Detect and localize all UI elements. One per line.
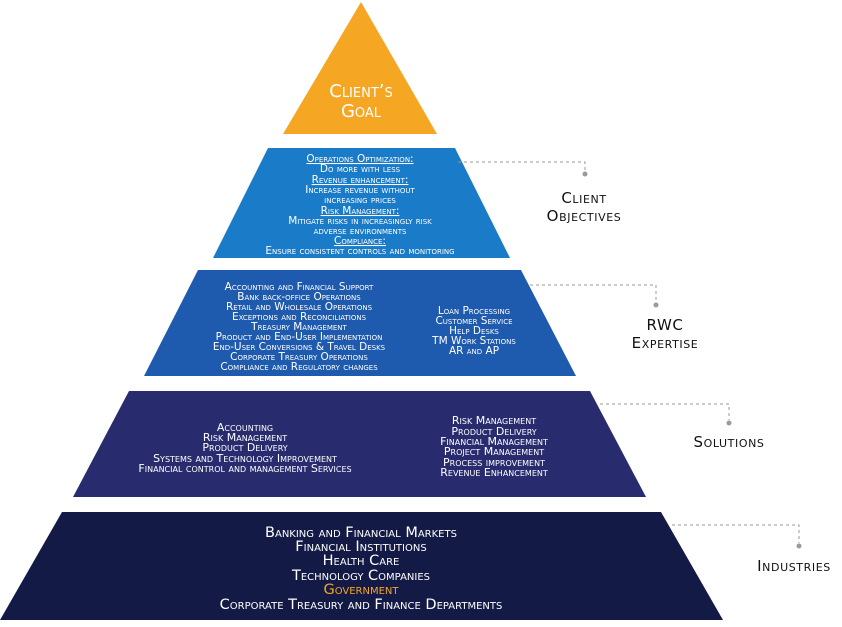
industry-item: Corporate Treasury and Finance Departmen… <box>220 597 503 613</box>
expertise-item: Bank back-office Operations <box>237 291 361 303</box>
solution-item: Process improvement <box>443 456 545 469</box>
expertise-item: Accounting and Financial Support <box>225 281 374 293</box>
connector-expertise <box>530 284 659 308</box>
goal-title-line1: Client’s <box>329 81 393 102</box>
solution-item: Financial Management <box>440 435 548 448</box>
solution-item: Systems and Technology Improvement <box>153 452 337 465</box>
tier-industries-shape <box>0 512 723 620</box>
expertise-right-list: Loan Processing Customer Service Help De… <box>431 305 516 357</box>
objective-body: increasing prices <box>324 194 396 206</box>
solution-item: Risk Management <box>452 414 536 427</box>
solution-item: Product Delivery <box>451 425 536 438</box>
solutions-right-list: Risk Management Product Delivery Financi… <box>440 414 548 479</box>
tier-objectives-shape <box>213 148 510 258</box>
label-rwc-expertise-line2: Expertise <box>632 334 699 352</box>
expertise-item: Help Desks <box>449 325 499 337</box>
solution-item: Risk Management <box>203 431 287 444</box>
objective-heading: Risk Management: <box>321 205 400 217</box>
industry-item: Technology Companies <box>291 568 430 584</box>
objective-body: Do more with less <box>320 163 401 175</box>
label-rwc-expertise-line1: RWC <box>647 316 684 334</box>
connector-industries <box>672 524 802 549</box>
expertise-item: End-User Conversions & Travel Desks <box>213 341 386 353</box>
solution-item: Product Delivery <box>202 441 287 454</box>
expertise-item: Exceptions and Reconciliations <box>232 311 367 323</box>
label-client-objectives-line1: Client <box>561 189 606 207</box>
industries-list: Banking and Financial Markets Financial … <box>220 525 503 613</box>
expertise-item: AR and AP <box>449 345 499 357</box>
industry-item: Financial Institutions <box>295 539 426 555</box>
connector-solutions <box>600 403 732 426</box>
objective-heading: Revenue enhancement: <box>312 174 409 186</box>
label-industries: Industries <box>757 557 831 575</box>
solutions-left-list: Accounting Risk Management Product Deliv… <box>138 421 351 475</box>
solution-item: Revenue Enhancement <box>440 466 548 479</box>
objective-heading: Compliance: <box>334 235 386 247</box>
connector-objectives <box>458 161 588 177</box>
tier-expertise-shape <box>144 270 576 376</box>
expertise-left-list: Accounting and Financial Support Bank ba… <box>213 281 386 373</box>
objective-body: adverse environments <box>314 225 407 237</box>
expertise-item: Customer Service <box>435 315 512 327</box>
tier-solutions-shape <box>73 391 646 497</box>
industry-item-government: Government <box>323 582 399 598</box>
expertise-item: Retail and Wholesale Operations <box>226 301 373 313</box>
expertise-item: Product and End-User Implementation <box>216 331 383 343</box>
objective-body: Mitigate risks in increasingly risk <box>288 215 432 227</box>
label-client-objectives-line2: Objectives <box>547 207 622 225</box>
label-solutions: Solutions <box>693 433 764 451</box>
expertise-item: TM Work Stations <box>431 335 516 347</box>
expertise-item: Compliance and Regulatory changes <box>220 361 378 373</box>
tier-goal-shape <box>283 2 437 134</box>
solution-item: Project Management <box>444 445 544 458</box>
solution-item: Accounting <box>217 421 273 434</box>
expertise-item: Loan Processing <box>438 305 510 317</box>
objectives-text: Operations Optimization: Do more with le… <box>265 153 454 257</box>
objective-heading: Operations Optimization: <box>306 153 413 165</box>
industry-item: Banking and Financial Markets <box>265 525 457 541</box>
objective-body: Ensure consistent controls and monitorin… <box>265 245 454 257</box>
solution-item: Financial control and management Service… <box>138 462 351 475</box>
goal-title-line2: Goal <box>341 101 382 122</box>
expertise-item: Corporate Treasury Operations <box>230 351 368 363</box>
objective-body: Increase revenue without <box>305 184 415 196</box>
expertise-item: Treasury Management <box>250 321 347 333</box>
industry-item: Health Care <box>323 553 400 569</box>
